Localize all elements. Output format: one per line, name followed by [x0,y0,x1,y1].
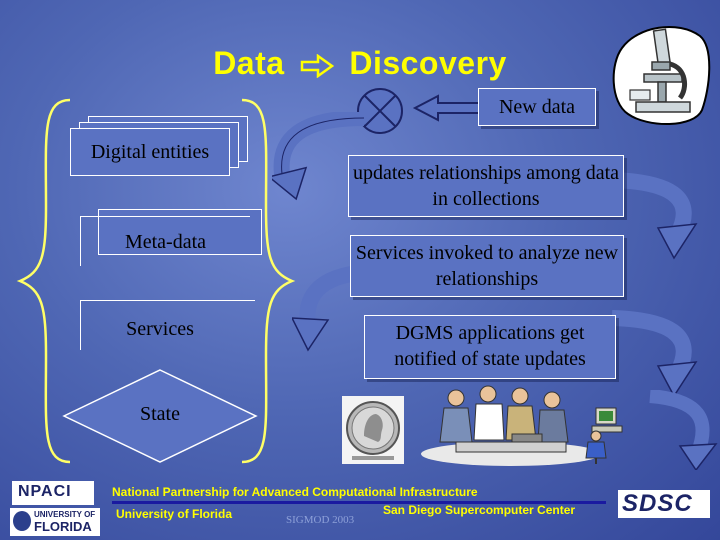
digital-entities-box: Digital entities [70,128,230,176]
title-left: Data [213,45,285,81]
services-line-left [80,300,81,350]
dgms-text: DGMS applications get notified of state … [394,322,586,370]
combine-circle-icon [357,88,403,134]
sdsc-logo: SDSC [618,490,710,518]
npaci-caption: National Partnership for Advanced Comput… [112,485,478,499]
uf-caption: University of Florida [116,507,233,521]
state-diamond [62,369,258,463]
dgms-box: DGMS applications get notified of state … [364,315,616,379]
footer-line [112,501,606,504]
updates-text: updates relationships among data in coll… [352,162,620,210]
uf-logo-bottom: FLORIDA [34,519,92,534]
new-data-label: New data [498,96,576,118]
services-label: Services [126,318,194,340]
team-meeting-image [421,385,601,466]
curved-arrow-to-updates [272,112,365,201]
computer-user-image [585,407,623,464]
curved-arrow-right-2 [611,310,698,398]
state-label: State [140,403,180,425]
uf-logo-top: UNIVERSITY OF [34,510,96,519]
updates-box: updates relationships among data in coll… [348,155,624,217]
npaci-logo: NPACI [12,481,94,505]
slide-title: Data Discovery [0,45,720,82]
meta-data-box: Meta-data [80,216,250,266]
curved-arrow-right-1 [611,172,698,260]
left-arrow-icon [412,94,481,122]
meta-data-label: Meta-data [124,231,207,253]
uf-logo: UNIVERSITY OF FLORIDA [10,508,100,536]
microscope-icon [612,25,711,125]
digital-entities-label: Digital entities [90,141,210,163]
medal-image [342,396,404,464]
sdsc-caption: San Diego Supercomputer Center [383,503,576,517]
left-brace [16,98,71,464]
services-invoked-box: Services invoked to analyze new relation… [350,235,624,297]
curved-arrow-bottom-right [649,390,718,470]
new-data-box: New data [478,88,596,126]
sigmod-caption: SIGMOD 2003 [286,514,355,526]
title-right: Discovery [349,45,507,81]
right-brace [241,98,296,464]
services-line [80,300,255,301]
uf-seal-icon [13,511,31,531]
sdsc-logo-text: SDSC [622,490,693,517]
right-arrow-icon [300,53,334,78]
npaci-logo-text: NPACI [18,483,72,500]
services-invoked-text: Services invoked to analyze new relation… [355,242,619,290]
